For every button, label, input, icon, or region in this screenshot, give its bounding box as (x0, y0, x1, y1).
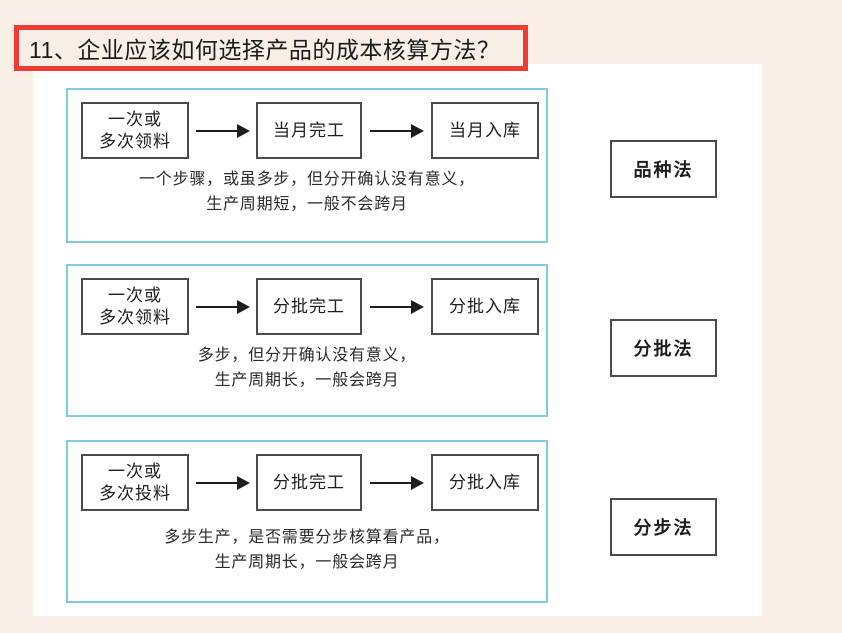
node-line-2: 多次投料 (99, 483, 171, 503)
caption-line-1: 多步，但分开确认没有意义， (197, 347, 417, 364)
node-line-2: 多次领料 (99, 307, 171, 327)
flow-row-3: 一次或 多次投料 分批完工 分批入库 (68, 454, 546, 512)
process-node-material-2: 一次或 多次领料 (81, 278, 189, 335)
node-line-1: 分批入库 (449, 472, 521, 492)
right-arrow-icon (370, 124, 424, 138)
flow-caption-2: 多步，但分开确认没有意义， 生产周期长，一般会跨月 (68, 344, 546, 394)
process-node-warehouse-2: 分批入库 (431, 278, 539, 335)
node-line-1: 一次或 (108, 285, 162, 305)
arrow-head (237, 124, 250, 138)
node-line-1: 分批入库 (449, 296, 521, 316)
page-title: 11、企业应该如何选择产品的成本核算方法？ (29, 37, 501, 63)
node-line-1: 分批完工 (273, 296, 345, 316)
slide-title-banner: 11、企业应该如何选择产品的成本核算方法？ (14, 25, 528, 71)
node-line-1: 当月完工 (273, 120, 345, 140)
right-arrow-icon (196, 124, 250, 138)
flow-group-2: 一次或 多次领料 分批完工 分批入库 多步，但分开确认没有意义， 生产周期长，一… (66, 264, 548, 417)
flow-caption-1: 一个步骤，或虽多步，但分开确认没有意义， 生产周期短，一般不会跨月 (68, 168, 546, 218)
caption-line-1: 多步生产，是否需要分步核算看产品， (164, 529, 450, 546)
arrow-head (237, 300, 250, 314)
arrow-head (411, 300, 424, 314)
flow-row-1: 一次或 多次领料 当月完工 当月入库 (68, 102, 546, 160)
right-arrow-icon (370, 300, 424, 314)
right-arrow-icon-result-1 (562, 162, 610, 176)
node-line-1: 当月入库 (449, 120, 521, 140)
process-node-warehouse-3: 分批入库 (431, 454, 539, 511)
process-node-completion-2: 分批完工 (256, 278, 362, 335)
result-label: 品种法 (633, 160, 694, 180)
right-arrow-icon (196, 300, 250, 314)
result-label: 分步法 (633, 518, 694, 538)
caption-line-2: 生产周期长，一般会跨月 (214, 553, 400, 571)
arrow-head (411, 124, 424, 138)
process-node-completion-3: 分批完工 (256, 454, 362, 511)
result-box-2: 分批法 (610, 319, 717, 377)
right-arrow-icon (196, 476, 250, 490)
process-node-material-3: 一次或 多次投料 (81, 454, 189, 511)
flow-group-3: 一次或 多次投料 分批完工 分批入库 多步生产，是否需要分步核算看产品， 生产周… (66, 440, 548, 603)
flow-row-2: 一次或 多次领料 分批完工 分批入库 (68, 278, 546, 336)
arrow-head (237, 476, 250, 490)
right-arrow-icon-result-3 (562, 520, 610, 534)
right-arrow-icon (370, 476, 424, 490)
process-node-material-1: 一次或 多次领料 (81, 102, 189, 159)
caption-line-1: 一个步骤，或虽多步，但分开确认没有意义， (138, 171, 475, 188)
node-line-1: 一次或 (108, 109, 162, 129)
node-line-2: 多次领料 (99, 131, 171, 151)
caption-line-2: 生产周期短，一般不会跨月 (206, 195, 408, 213)
flow-group-1: 一次或 多次领料 当月完工 当月入库 一个步骤，或虽多步，但分开确认没有意义， … (66, 88, 548, 243)
node-line-1: 分批完工 (273, 472, 345, 492)
right-arrow-icon-result-2 (562, 341, 610, 355)
process-node-completion-1: 当月完工 (256, 102, 362, 159)
process-node-warehouse-1: 当月入库 (431, 102, 539, 159)
arrow-shaft (196, 306, 238, 308)
arrow-head (411, 476, 424, 490)
arrow-shaft (370, 306, 412, 308)
arrow-shaft (196, 130, 238, 132)
arrow-shaft (370, 130, 412, 132)
node-line-1: 一次或 (108, 461, 162, 481)
caption-line-2: 生产周期长，一般会跨月 (214, 371, 400, 389)
result-label: 分批法 (633, 339, 694, 359)
flow-caption-3: 多步生产，是否需要分步核算看产品， 生产周期长，一般会跨月 (68, 526, 546, 576)
arrow-shaft (196, 482, 238, 484)
arrow-shaft (370, 482, 412, 484)
result-box-1: 品种法 (610, 140, 717, 198)
result-box-3: 分步法 (610, 498, 717, 556)
